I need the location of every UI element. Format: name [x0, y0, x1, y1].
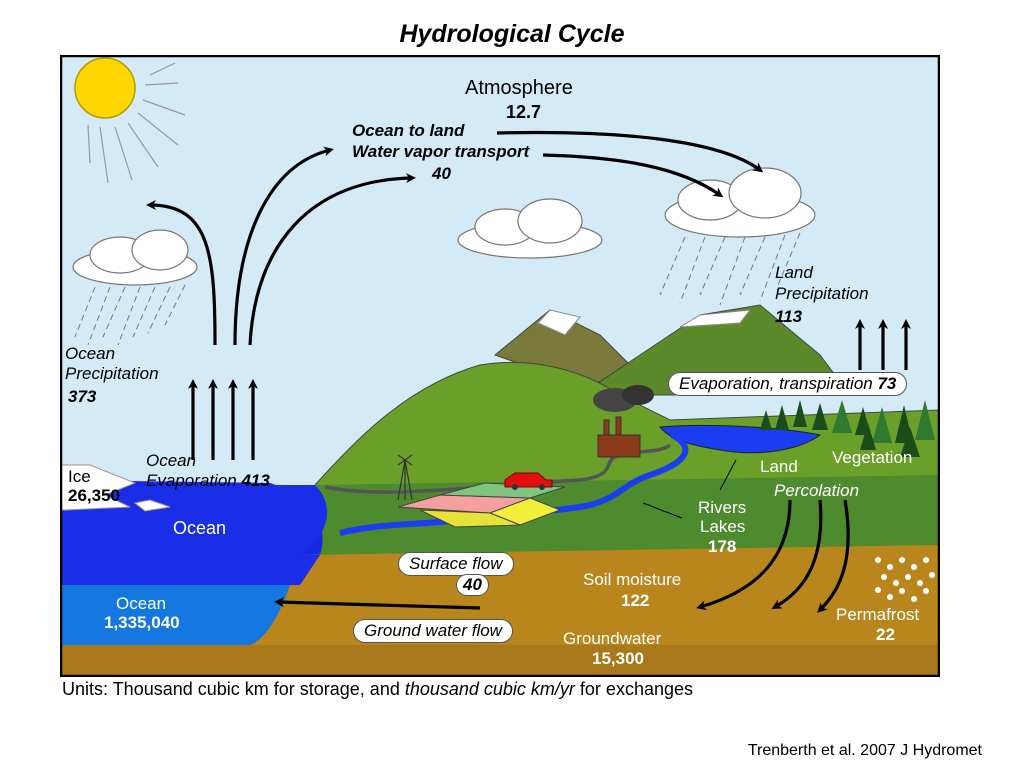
- ocean-precipitation-label-1: Ocean: [65, 344, 116, 363]
- soil-moisture-label: Soil moisture: [583, 570, 682, 589]
- river: [339, 432, 689, 536]
- cloud-icon: [664, 167, 816, 238]
- ocean-evaporation-label-1: Ocean: [146, 451, 197, 470]
- percolation-label: Percolation: [774, 481, 860, 500]
- cloud-icon: [457, 198, 603, 259]
- sun-icon: [74, 57, 186, 184]
- vapor-transport-value: 40: [432, 164, 451, 183]
- ocean-precipitation-label-2: Precipitation: [65, 364, 159, 383]
- units-note: Units: Thousand cubic km for storage, an…: [62, 679, 693, 700]
- ice-label: Ice: [68, 467, 91, 486]
- atmosphere-value: 12.7: [506, 102, 542, 122]
- ocean-evaporation-label-2: Evaporation: [146, 471, 237, 490]
- pointer-lines: [642, 459, 737, 519]
- rivers-label: Rivers: [698, 498, 747, 517]
- rain-streaks: [74, 232, 801, 346]
- land-precipitation-value: 113: [775, 307, 803, 326]
- rivers-lakes-value: 178: [708, 537, 737, 556]
- groundwater-label: Groundwater: [563, 629, 662, 648]
- lakes-label: Lakes: [700, 517, 746, 536]
- surface-flow-label: Surface flow: [398, 552, 514, 576]
- ocean-evaporation-line: Evaporation 413: [146, 471, 270, 490]
- source-credit: Trenberth et al. 2007 J Hydromet: [747, 742, 982, 759]
- hydrological-cycle-diagram: Atmosphere 12.7 Ocean to land Water vapo…: [59, 54, 941, 678]
- ice-value: 26,350: [68, 486, 120, 505]
- factory-icon: [593, 385, 654, 458]
- vegetation-label: Vegetation: [832, 448, 913, 467]
- groundwater-value: 15,300: [592, 649, 644, 668]
- diagram-illustration: [59, 54, 941, 678]
- evapotranspiration-text: Evaporation, transpiration: [679, 374, 873, 393]
- deep-ocean: [60, 585, 290, 645]
- ground-water-flow-label: Ground water flow: [353, 619, 513, 643]
- car-icon: [504, 472, 553, 490]
- land-precipitation-label-2: Precipitation: [775, 284, 869, 303]
- units-suffix: for exchanges: [574, 679, 693, 699]
- lake: [659, 424, 822, 454]
- cloud-icon: [72, 229, 198, 286]
- deep-ocean-label: Ocean: [116, 594, 167, 613]
- evapotranspiration-value: 73: [877, 374, 897, 393]
- windmill-icon: [397, 454, 413, 501]
- ocean-precipitation-value: 373: [68, 387, 97, 406]
- land-precipitation-label-1: Land: [775, 263, 813, 282]
- ocean-to-land-label: Ocean to land: [352, 121, 465, 140]
- evapotranspiration-label: Evaporation, transpiration 73: [668, 372, 908, 396]
- permafrost-label: Permafrost: [836, 605, 920, 624]
- permafrost-dots: [875, 557, 935, 602]
- vapor-transport-label: Water vapor transport: [352, 142, 530, 161]
- units-italic: thousand cubic km/yr: [404, 679, 575, 699]
- diagram-title: Hydrological Cycle: [399, 20, 625, 48]
- ocean-evaporation-value: 413: [241, 471, 270, 490]
- deep-ocean-value: 1,335,040: [104, 613, 180, 632]
- atmosphere-label: Atmosphere: [465, 77, 573, 99]
- flux-arrows: [146, 130, 911, 613]
- units-prefix: Units: Thousand cubic km for storage, an…: [62, 679, 405, 699]
- land-label: Land: [760, 457, 798, 476]
- soil-moisture-value: 122: [621, 591, 650, 610]
- forest: [760, 400, 935, 457]
- permafrost-value: 22: [876, 625, 895, 644]
- surface-flow-value: 40: [456, 574, 489, 596]
- ocean-surface-label: Ocean: [173, 518, 227, 538]
